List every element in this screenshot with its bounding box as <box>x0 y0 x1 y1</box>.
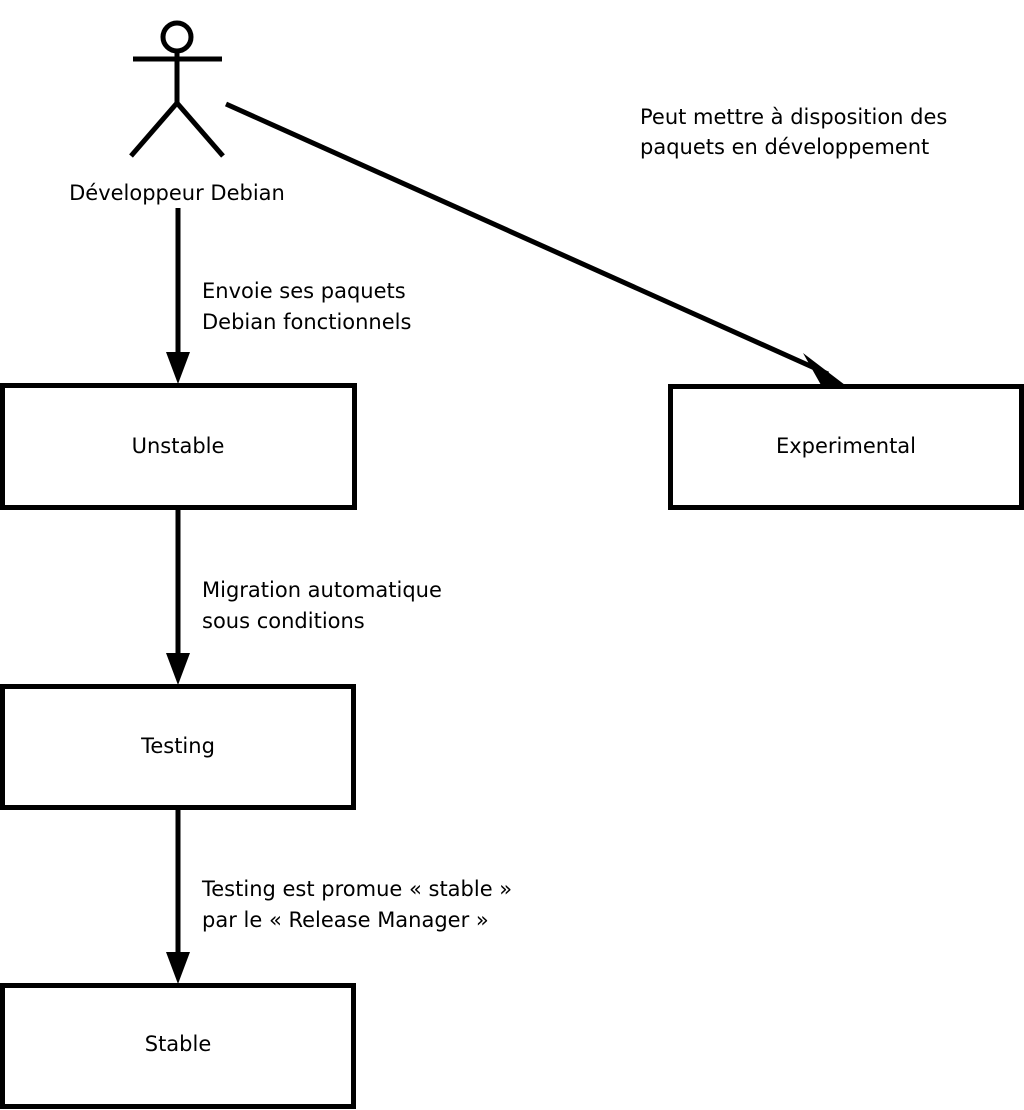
edge-testing-to-stable <box>166 810 190 984</box>
node-unstable[interactable]: Unstable <box>0 383 357 510</box>
edge-label-testing-to-stable-line2: par le « Release Manager » <box>202 908 489 932</box>
edge-label-developer-to-unstable: Envoie ses paquets Debian fonctionnels <box>202 279 411 334</box>
edge-developer-to-experimental <box>224 101 845 385</box>
edge-unstable-to-testing-arrowhead <box>166 653 190 685</box>
edge-label-developer-to-experimental-line2: paquets en développement <box>640 135 929 159</box>
edge-label-developer-to-experimental: Peut mettre à disposition des paquets en… <box>640 105 947 159</box>
edge-unstable-to-testing <box>166 509 190 685</box>
actor-right-leg-icon <box>175 101 225 158</box>
edge-label-developer-to-unstable-line2: Debian fonctionnels <box>202 310 411 334</box>
node-experimental[interactable]: Experimental <box>668 384 1024 510</box>
edge-developer-to-experimental-line <box>224 101 830 377</box>
node-testing-label: Testing <box>140 734 215 758</box>
edge-label-unstable-to-testing: Migration automatique sous conditions <box>202 578 442 633</box>
edge-label-developer-to-experimental-line1: Peut mettre à disposition des <box>640 105 947 129</box>
node-experimental-box[interactable] <box>668 384 1024 510</box>
edge-developer-to-experimental-arrowhead <box>803 353 845 385</box>
actor-debian-developer: Développeur Debian <box>69 20 285 205</box>
edge-developer-to-unstable-arrowhead <box>166 352 190 384</box>
edge-label-testing-to-stable-line1: Testing est promue « stable » <box>201 877 512 901</box>
node-stable-box[interactable] <box>0 983 356 1109</box>
edge-developer-to-unstable <box>166 208 190 384</box>
node-testing-box[interactable] <box>0 684 356 810</box>
edge-label-developer-to-unstable-line1: Envoie ses paquets <box>202 279 406 303</box>
edge-label-unstable-to-testing-line1: Migration automatique <box>202 578 442 602</box>
node-testing[interactable]: Testing <box>0 684 356 810</box>
actor-label: Développeur Debian <box>69 181 285 205</box>
edge-testing-to-stable-arrowhead <box>166 952 190 984</box>
node-unstable-box[interactable] <box>0 383 357 510</box>
node-unstable-label: Unstable <box>132 434 225 458</box>
node-stable-label: Stable <box>145 1032 212 1056</box>
actor-left-leg-icon <box>129 101 179 158</box>
edge-label-testing-to-stable: Testing est promue « stable » par le « R… <box>201 877 512 932</box>
node-stable[interactable]: Stable <box>0 983 356 1109</box>
actor-head-icon <box>160 20 194 54</box>
edge-label-unstable-to-testing-line2: sous conditions <box>202 609 365 633</box>
node-experimental-label: Experimental <box>776 434 916 458</box>
